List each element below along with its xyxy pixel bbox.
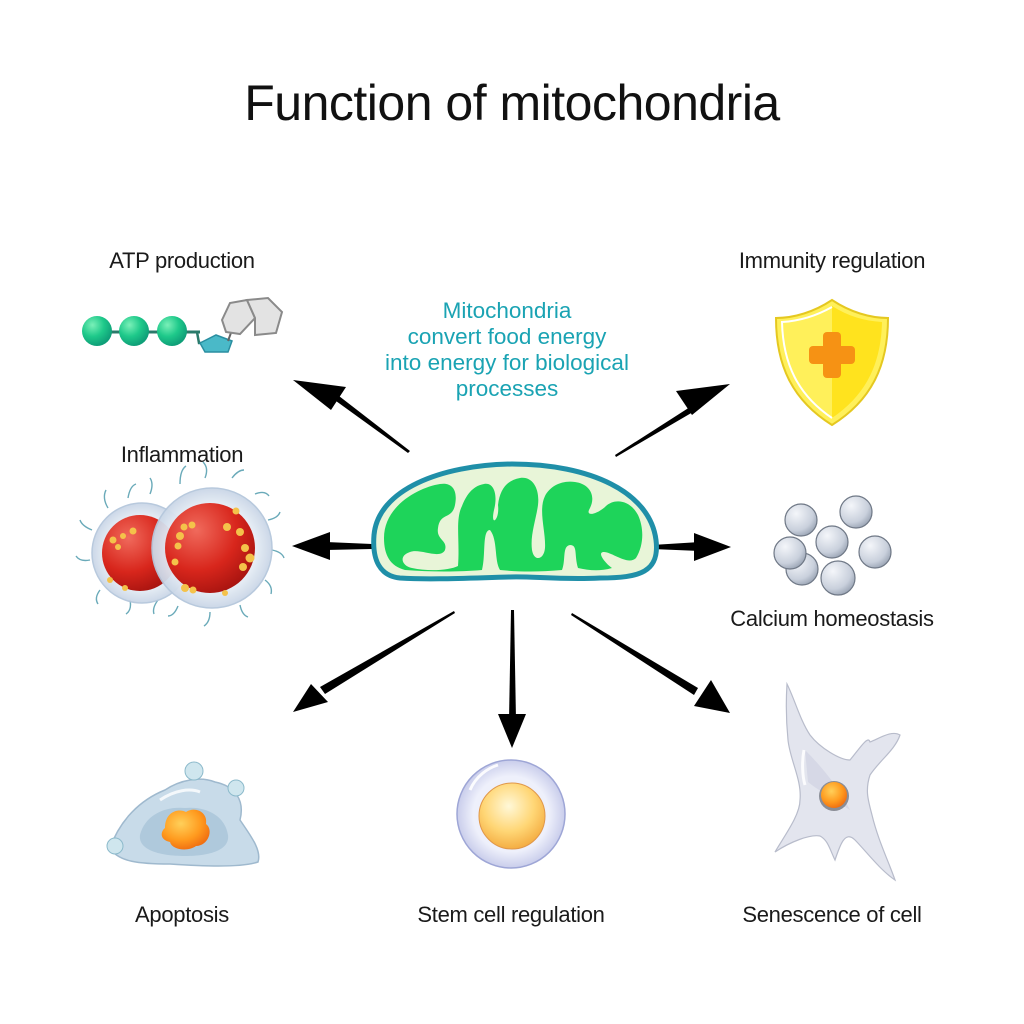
label-calcium-homeostasis: Calcium homeostasis (730, 606, 934, 631)
immune-cells-icon (75, 461, 285, 627)
arrow-to-apoptosis (293, 611, 455, 712)
caption-line: Mitochondria (442, 298, 572, 323)
label-apoptosis: Apoptosis (135, 902, 229, 927)
arrow-to-senescence-of-cell (571, 613, 730, 713)
label-senescence-of-cell: Senescence of cell (742, 902, 922, 927)
atp-molecule-icon (82, 296, 284, 353)
arrow-to-immunity-regulation (615, 384, 730, 457)
mitochondrion-icon (371, 461, 659, 582)
apoptotic-cell-icon (106, 761, 260, 867)
arrow-to-atp-production (293, 380, 410, 453)
caption-line: convert food energy (407, 324, 607, 349)
label-stem-cell-regulation: Stem cell regulation (417, 902, 605, 927)
senescent-cell-icon (774, 681, 901, 882)
caption-line: processes (455, 376, 559, 401)
shield-plus-icon (774, 298, 890, 427)
caption-line: into energy for biological (385, 350, 629, 375)
label-atp-production: ATP production (109, 248, 255, 273)
arrows (292, 380, 731, 748)
arrow-to-inflammation (292, 532, 372, 560)
stem-cell-icon (456, 759, 566, 869)
diagram-title: Function of mitochondria (244, 75, 780, 131)
arrow-to-calcium-homeostasis (652, 533, 731, 561)
calcium-ions-icon (773, 495, 892, 596)
label-inflammation: Inflammation (120, 442, 244, 467)
label-immunity-regulation: Immunity regulation (738, 248, 926, 273)
center-caption: Mitochondria convert food energy into en… (385, 298, 629, 402)
arrow-to-stem-cell-regulation (498, 610, 526, 748)
